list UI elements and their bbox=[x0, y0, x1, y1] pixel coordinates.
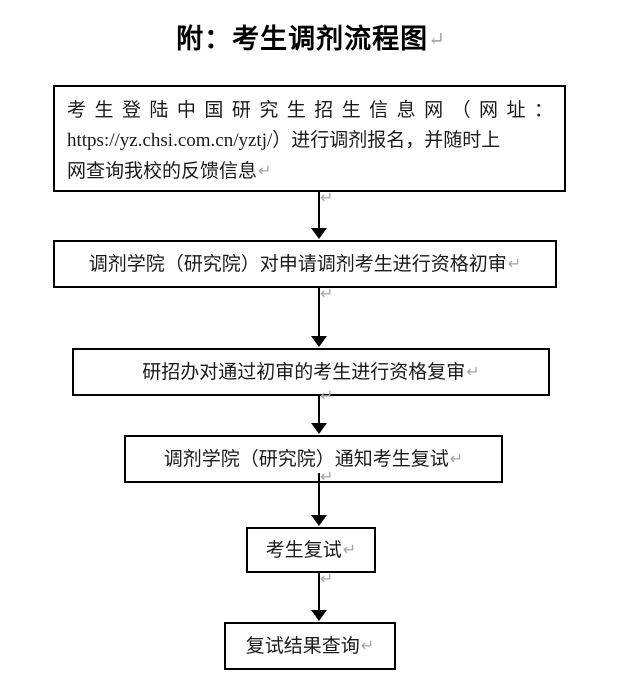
flow-node-notify-candidate: 调剂学院（研究院）通知考生复试↵ bbox=[124, 435, 503, 483]
page-title: 附：考生调剂流程图↵ bbox=[0, 17, 621, 56]
arrow-shaft bbox=[318, 192, 320, 229]
paragraph-mark-icon: ↵ bbox=[320, 386, 334, 405]
flow-node-results-inquiry-text: 复试结果查询 bbox=[245, 635, 360, 657]
paragraph-mark-icon: ↵ bbox=[320, 467, 334, 486]
flow-node-registration-line-2: https://yz.chsi.com.cn/yztj/）进行调剂报名，并随时上 bbox=[67, 130, 501, 151]
paragraph-mark-icon: ↵ bbox=[507, 253, 522, 273]
char: 信 bbox=[369, 100, 389, 121]
flow-node-preliminary-review: 调剂学院（研究院）对申请调剂考生进行资格初审↵ bbox=[53, 240, 557, 288]
arrow-head-icon bbox=[311, 610, 327, 621]
char: 生 bbox=[341, 100, 361, 121]
char: 网 bbox=[424, 100, 444, 121]
flow-node-secondary-review-text: 研招办对通过初审的考生进行资格复审 bbox=[142, 361, 466, 383]
char: 究 bbox=[259, 100, 279, 121]
arrow-shaft bbox=[318, 473, 320, 516]
flow-arrow-secondary-to-notify: ↵ bbox=[305, 388, 335, 435]
flow-node-candidate-interview-text: 考生复试 bbox=[265, 539, 342, 561]
paragraph-mark-icon: ↵ bbox=[342, 539, 357, 559]
flow-node-registration: 考 生 登 陆 中 国 研 究 生 招 生 信 息 网 （ 网 址 ： http… bbox=[53, 85, 566, 192]
paragraph-mark-icon: ↵ bbox=[428, 29, 445, 51]
char: 登 bbox=[121, 100, 141, 121]
arrow-shaft bbox=[318, 288, 320, 337]
char: 生 bbox=[94, 100, 114, 121]
char: 中 bbox=[176, 100, 196, 121]
flow-node-registration-line-3-text: 网查询我校的反馈信息 bbox=[67, 161, 258, 182]
arrow-head-icon bbox=[311, 515, 327, 526]
arrow-shaft bbox=[318, 396, 320, 424]
char: ： bbox=[533, 100, 553, 121]
paragraph-mark-icon: ↵ bbox=[320, 188, 334, 207]
char: 考 bbox=[67, 100, 87, 121]
char: 生 bbox=[286, 100, 306, 121]
arrow-shaft bbox=[318, 573, 320, 611]
paragraph-mark-icon: ↵ bbox=[360, 635, 375, 655]
flow-arrow-notify-to-interview: ↵ bbox=[305, 469, 335, 527]
char: 陆 bbox=[149, 100, 169, 121]
flow-arrow-preliminary-to-secondary: ↵ bbox=[305, 284, 335, 348]
flow-node-results-inquiry: 复试结果查询↵ bbox=[224, 622, 396, 670]
arrow-head-icon bbox=[311, 336, 327, 347]
char: 网 bbox=[479, 100, 499, 121]
paragraph-mark-icon: ↵ bbox=[449, 448, 464, 468]
paragraph-mark-icon: ↵ bbox=[320, 569, 334, 588]
char: 国 bbox=[204, 100, 224, 121]
char: 招 bbox=[314, 100, 334, 121]
flow-arrow-registration-to-preliminary: ↵ bbox=[305, 188, 335, 240]
paragraph-mark-icon: ↵ bbox=[320, 284, 334, 303]
char: 息 bbox=[396, 100, 416, 121]
flow-node-registration-line-1: 考 生 登 陆 中 国 研 究 生 招 生 信 息 网 （ 网 址 ： bbox=[67, 96, 553, 126]
arrow-head-icon bbox=[311, 423, 327, 434]
flow-node-secondary-review: 研招办对通过初审的考生进行资格复审↵ bbox=[72, 348, 550, 396]
flow-node-preliminary-review-text: 调剂学院（研究院）对申请调剂考生进行资格初审 bbox=[88, 253, 507, 275]
char: （ bbox=[451, 100, 471, 121]
flow-arrow-interview-to-results: ↵ bbox=[305, 569, 335, 622]
paragraph-mark-icon: ↵ bbox=[466, 361, 480, 381]
arrow-head-icon bbox=[311, 228, 327, 239]
flow-node-registration-line-3: 网查询我校的反馈信息↵ bbox=[67, 156, 553, 187]
page-title-text: 附：考生调剂流程图 bbox=[176, 24, 429, 54]
char: 研 bbox=[231, 100, 251, 121]
char: 址 bbox=[506, 100, 526, 121]
flow-node-notify-candidate-text: 调剂学院（研究院）通知考生复试 bbox=[163, 448, 449, 470]
flow-node-candidate-interview: 考生复试↵ bbox=[246, 527, 376, 573]
paragraph-mark-icon: ↵ bbox=[258, 161, 272, 180]
